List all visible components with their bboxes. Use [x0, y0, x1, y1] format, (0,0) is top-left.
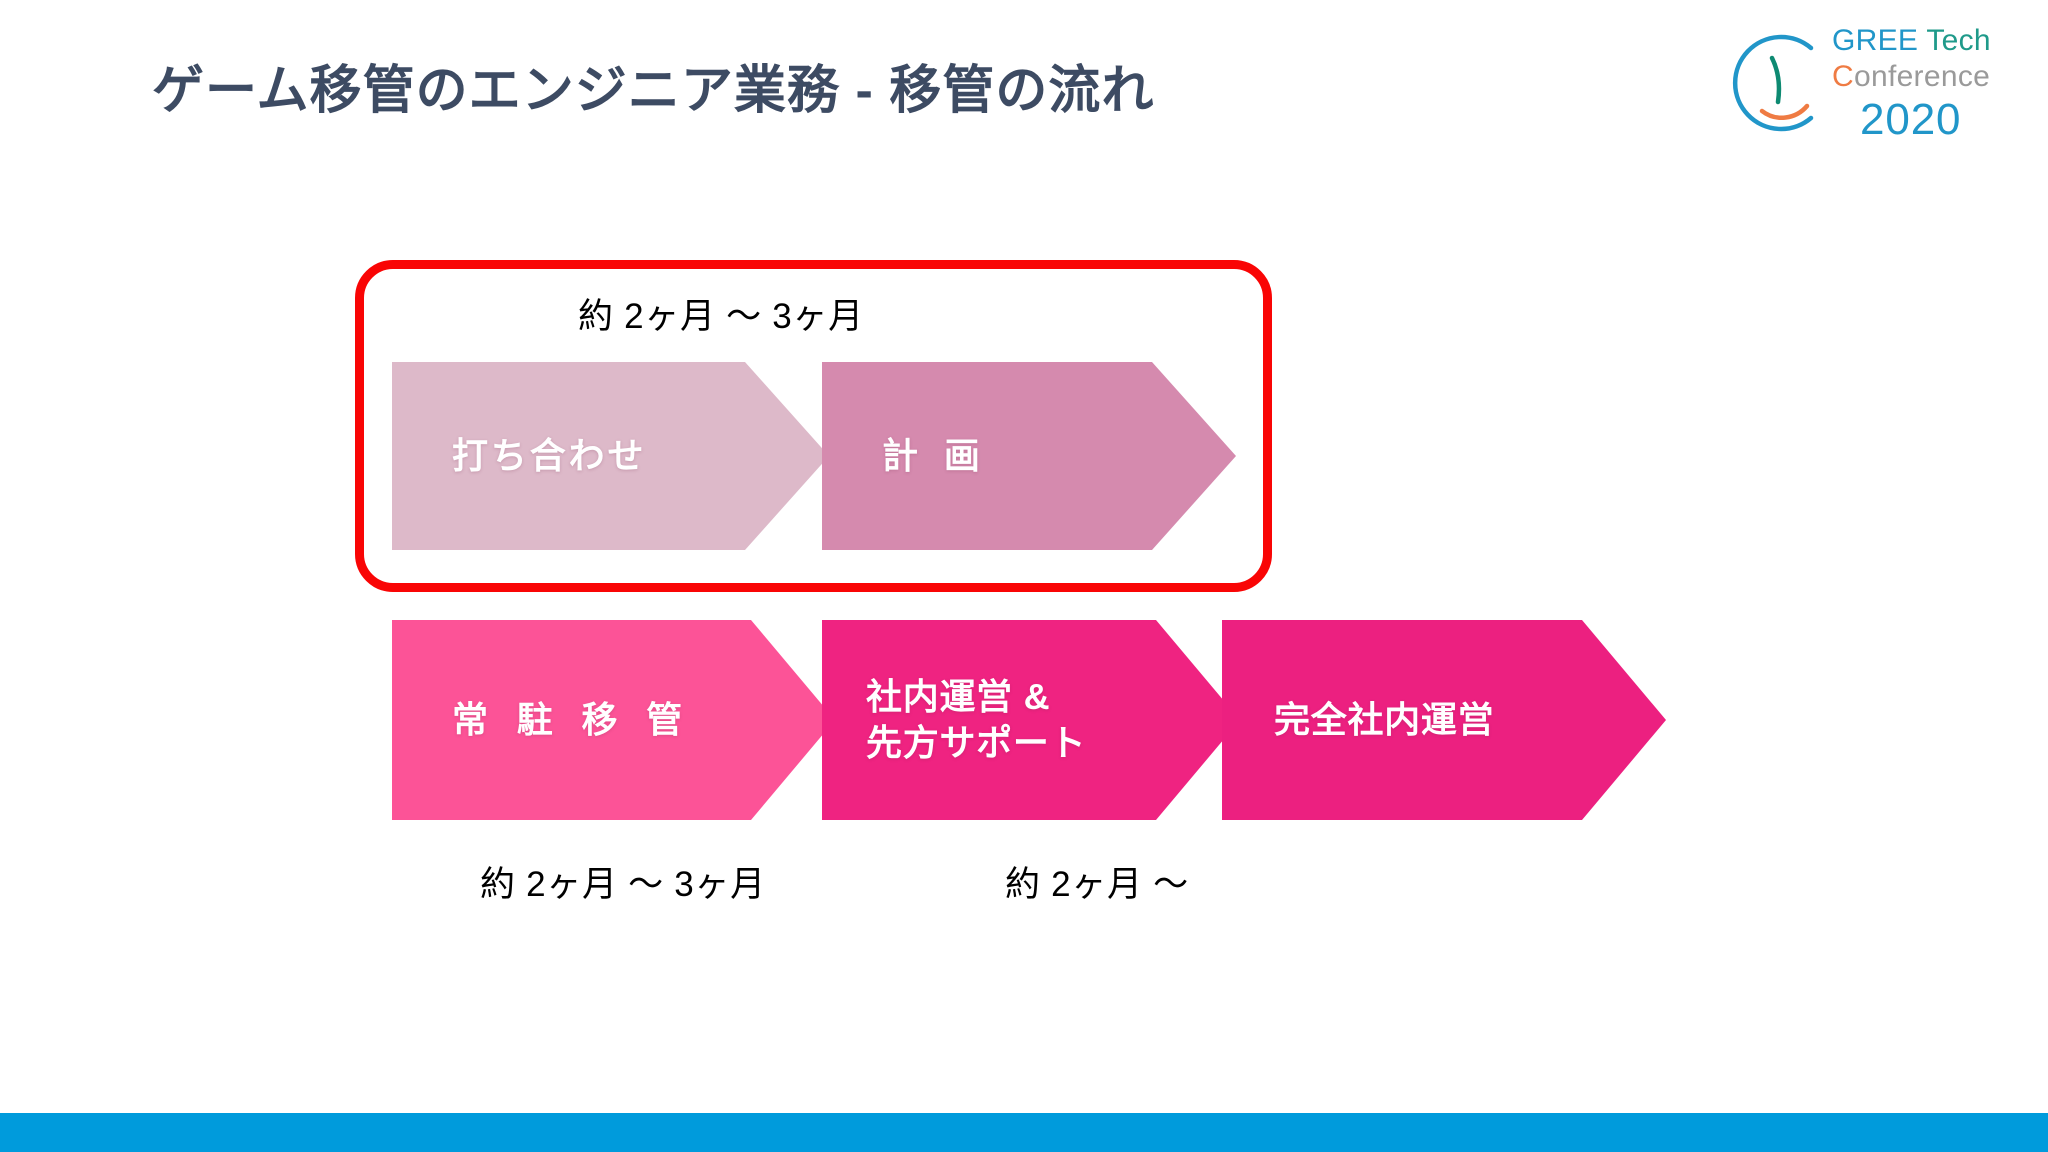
flow-step-label: 完全社内運営	[1274, 698, 1495, 740]
logo-year-text: 2020	[1860, 95, 1962, 144]
duration-label-top: 約 2ヶ月 〜 3ヶ月	[578, 297, 864, 336]
logo-line-conference: Conference	[1832, 62, 1990, 92]
flow-step-label: 常 駐 移 管	[452, 698, 692, 740]
logo-gree-text: GREE	[1832, 24, 1919, 57]
duration-label-bottom-left: 約 2ヶ月 〜 3ヶ月	[480, 865, 766, 904]
gree-circle-mark-icon	[1732, 34, 1814, 132]
gree-tech-conference-logo: GREE Tech Conference 2020	[1710, 16, 2020, 148]
flow-step-uchiawase[interactable]: 打ち合わせ	[392, 362, 829, 550]
logo-year: 2020	[1860, 98, 1961, 142]
logo-wordmark: GREE Tech Conference 2020	[1832, 22, 2024, 144]
phase-highlight-box	[355, 260, 1272, 592]
footer-accent-bar	[0, 1113, 2048, 1152]
flow-step-keikaku[interactable]: 計 画	[822, 362, 1236, 550]
flow-step-kanzen-shanai-unei[interactable]: 完全社内運営	[1222, 620, 1666, 820]
logo-line-gree-tech: GREE Tech	[1832, 26, 1991, 56]
flow-step-shanai-unei-senpou-support[interactable]: 社内運営 & 先方サポート	[822, 620, 1240, 820]
flow-step-label: 計 画	[882, 434, 988, 476]
duration-label-bottom-right: 約 2ヶ月 〜	[1005, 865, 1189, 904]
logo-tech-text: Tech	[1918, 24, 1991, 57]
logo-conference-rest: onference	[1853, 60, 1991, 93]
page-title: ゲーム移管のエンジニア業務 - 移管の流れ	[152, 62, 1155, 120]
flow-step-joucyu-ikan[interactable]: 常 駐 移 管	[392, 620, 835, 820]
flow-step-label: 打ち合わせ	[452, 434, 647, 476]
logo-conference-initial: C	[1832, 60, 1854, 93]
flow-step-label: 社内運営 & 先方サポート	[866, 675, 1087, 763]
